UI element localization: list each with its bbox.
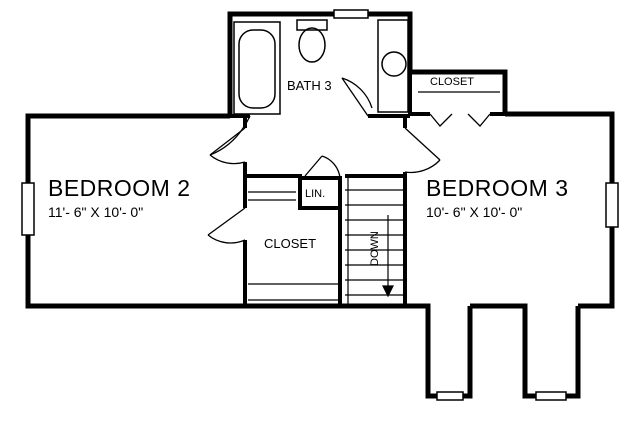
window-bedroom3 [605, 182, 619, 228]
toilet-tank [296, 19, 328, 31]
stairs [345, 178, 405, 306]
top-closet-label: CLOSET [430, 76, 474, 88]
stairs-down-label: DOWN [369, 231, 381, 266]
window-bay-left [436, 391, 464, 401]
door-swings [207, 77, 491, 244]
sink [381, 51, 407, 77]
bedroom2-label: BEDROOM 2 [48, 175, 191, 201]
linen-label: LIN. [305, 188, 325, 200]
window-bedroom2 [21, 182, 35, 236]
bedroom3-label: BEDROOM 3 [426, 175, 569, 201]
bedroom3-dimensions: 10'- 6" X 10'- 0" [426, 204, 522, 220]
closet-shelves [248, 91, 500, 301]
window-bay-right [535, 391, 567, 401]
window-bath [333, 9, 369, 19]
windows [21, 9, 619, 401]
bathtub-basin [238, 29, 276, 109]
bath3-label: BATH 3 [287, 78, 332, 93]
bedroom2-dimensions: 11'- 6" X 10'- 0" [48, 204, 143, 220]
bath-fixtures [233, 19, 409, 115]
vanity [377, 19, 409, 113]
bathtub [233, 21, 281, 115]
center-closet-label: CLOSET [264, 236, 316, 251]
toilet-bowl [298, 27, 326, 63]
interior-walls [230, 72, 505, 306]
